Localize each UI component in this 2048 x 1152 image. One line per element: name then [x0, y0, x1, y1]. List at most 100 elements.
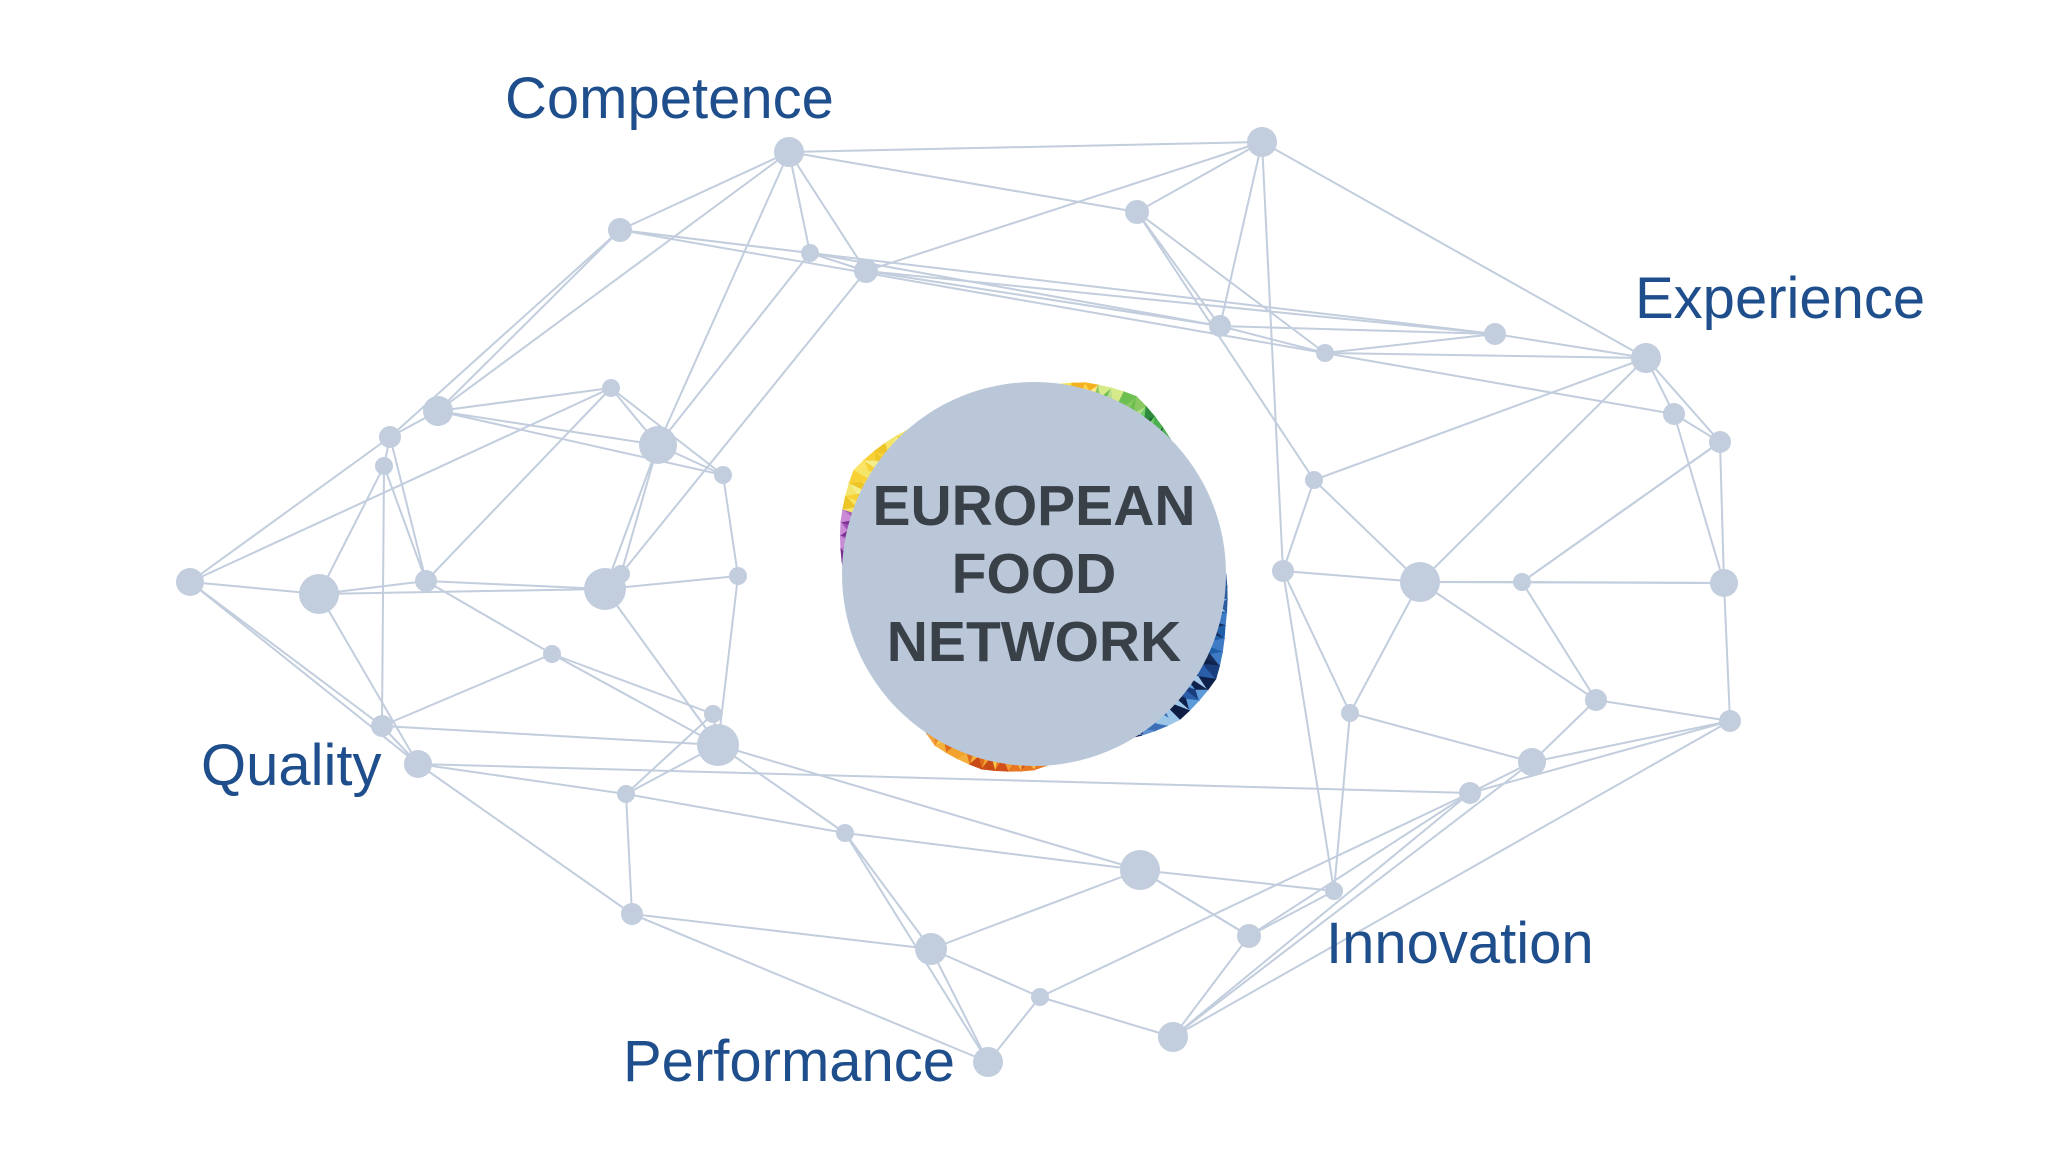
network-edge [788, 151, 1138, 213]
ring-facet [873, 442, 889, 456]
network-edge [189, 581, 383, 727]
network-node [1518, 748, 1546, 776]
network-node [612, 565, 630, 583]
network-node [375, 457, 393, 475]
network-edge [620, 444, 659, 575]
network-edge [551, 653, 719, 746]
network-node [1341, 704, 1359, 722]
network-node [1484, 323, 1506, 345]
network-node [1031, 988, 1049, 1006]
network-edge [809, 252, 1496, 335]
network-node [973, 1047, 1003, 1077]
network-node [1125, 200, 1149, 224]
ring-facet [968, 756, 983, 770]
network-edge [1139, 869, 1335, 892]
network-node [854, 259, 878, 283]
network-edge [1282, 479, 1315, 572]
network-edge [318, 593, 419, 765]
ring-facet [1144, 405, 1156, 421]
network-node [1663, 403, 1685, 425]
network-edge [1136, 211, 1315, 481]
network-edge [417, 763, 627, 795]
keyword-experience: Experience [1635, 266, 1925, 331]
network-edge [1595, 699, 1731, 722]
network-node [704, 705, 722, 723]
network-edge [1039, 792, 1471, 998]
network-edge [657, 252, 811, 446]
ring-facet [934, 741, 947, 754]
network-edge [318, 465, 385, 595]
ring-facet [1210, 651, 1223, 667]
network-edge [381, 725, 719, 746]
ring-facet [1153, 723, 1169, 732]
center-title-line-3: NETWORK [887, 610, 1181, 674]
network-edge [389, 436, 427, 582]
network-edge [1139, 869, 1250, 937]
network-edge [1172, 935, 1250, 1038]
network-edge [1645, 357, 1721, 443]
network-edge [437, 410, 659, 446]
network-node [639, 426, 677, 464]
network-node [617, 785, 635, 803]
network-edge [604, 575, 739, 590]
ring-facet [1195, 689, 1209, 702]
network-node [1459, 782, 1481, 804]
network-edge [722, 474, 739, 577]
network-edge [1521, 441, 1721, 583]
network-node [1719, 710, 1741, 732]
network-node [801, 244, 819, 262]
keyword-competence: Competence [505, 66, 834, 131]
network-edge [381, 653, 553, 727]
network-edge [1469, 720, 1731, 794]
network-edge [189, 581, 320, 595]
network-node [608, 218, 632, 242]
network-node [176, 568, 204, 596]
ring-facet [845, 482, 857, 497]
network-edge [437, 387, 612, 412]
network-edge [604, 588, 719, 746]
ring-facet [1202, 663, 1221, 680]
network-edge [620, 270, 867, 575]
network-node [836, 824, 854, 842]
network-edge [619, 229, 1675, 415]
network-edge [1282, 570, 1351, 714]
network-node [602, 379, 620, 397]
network-edge [625, 793, 846, 834]
network-edge [604, 444, 659, 590]
network-node [1513, 573, 1531, 591]
ring-facet [956, 753, 970, 765]
network-edge [1719, 441, 1725, 584]
ring-facet [884, 435, 897, 444]
ring-facet [994, 758, 1009, 772]
network-node [1325, 882, 1343, 900]
network-edge [417, 763, 1471, 794]
center-title-line-2: FOOD [952, 542, 1117, 606]
network-node [1209, 315, 1231, 337]
network-edge [1494, 333, 1647, 359]
network-edge [189, 387, 612, 583]
network-edge [437, 151, 790, 412]
network-edge [1349, 581, 1421, 714]
network-edge [1333, 712, 1351, 892]
network-edge [1349, 712, 1533, 763]
network-node [1316, 344, 1334, 362]
ring-facet [1166, 718, 1181, 727]
network-edge [717, 744, 846, 834]
keyword-performance: Performance [623, 1029, 955, 1094]
network-edge [844, 832, 932, 950]
network-edge [189, 436, 391, 583]
network-edge [1324, 333, 1496, 354]
ring-facet [1007, 760, 1022, 772]
network-edge [425, 580, 553, 655]
ring-facet [842, 495, 857, 510]
network-edge [619, 151, 790, 231]
network-edge [865, 270, 1221, 327]
network-nodes [176, 127, 1741, 1077]
network-edge [1248, 890, 1335, 937]
ring-facet [1110, 387, 1125, 401]
network-edge [865, 270, 1496, 335]
network-edges [189, 141, 1731, 1063]
ring-facet [853, 459, 869, 472]
network-edge [1531, 699, 1597, 763]
